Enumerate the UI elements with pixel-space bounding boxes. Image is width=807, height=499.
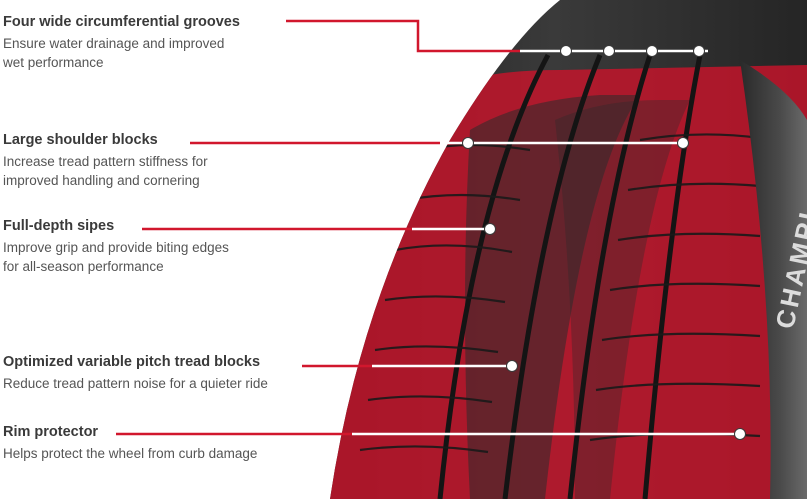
dot-groove-2 <box>603 45 615 57</box>
callout-line-grooves <box>286 19 520 53</box>
feature-title: Rim protector <box>3 424 99 440</box>
dot-shoulder-left <box>462 137 474 149</box>
feature-shoulder-blocks: Large shoulder blocks Increase tread pat… <box>3 131 333 190</box>
feature-description: Ensure water drainage and improved wet p… <box>3 36 225 70</box>
feature-title: Full-depth sipes <box>3 218 115 234</box>
callout-lines <box>116 19 740 436</box>
feature-description: Reduce tread pattern noise for a quieter… <box>3 376 268 391</box>
dot-shoulder-right <box>677 137 689 149</box>
feature-description: Improve grip and provide biting edges fo… <box>3 240 229 274</box>
circumferential-grooves <box>437 53 703 499</box>
feature-title: Four wide circumferential grooves <box>3 14 240 30</box>
tread-body: CHAMPI <box>330 0 807 499</box>
dot-groove-1 <box>560 45 572 57</box>
dot-rim <box>734 428 746 440</box>
dot-groove-3 <box>646 45 658 57</box>
dot-groove-4 <box>693 45 705 57</box>
feature-sipes: Full-depth sipes Improve grip and provid… <box>3 217 333 276</box>
feature-title: Optimized variable pitch tread blocks <box>3 354 261 370</box>
feature-grooves: Four wide circumferential grooves Ensure… <box>3 13 333 72</box>
feature-description: Increase tread pattern stiffness for imp… <box>3 154 208 188</box>
dot-pitch <box>506 360 518 372</box>
feature-title: Large shoulder blocks <box>3 132 158 148</box>
dot-sipes <box>484 223 496 235</box>
callout-dots <box>462 45 746 440</box>
feature-description: Helps protect the wheel from curb damage <box>3 446 258 461</box>
feature-rim-protector: Rim protector Helps protect the wheel fr… <box>3 423 333 463</box>
sidewall <box>740 60 807 499</box>
feature-pitch-blocks: Optimized variable pitch tread blocks Re… <box>3 353 333 393</box>
